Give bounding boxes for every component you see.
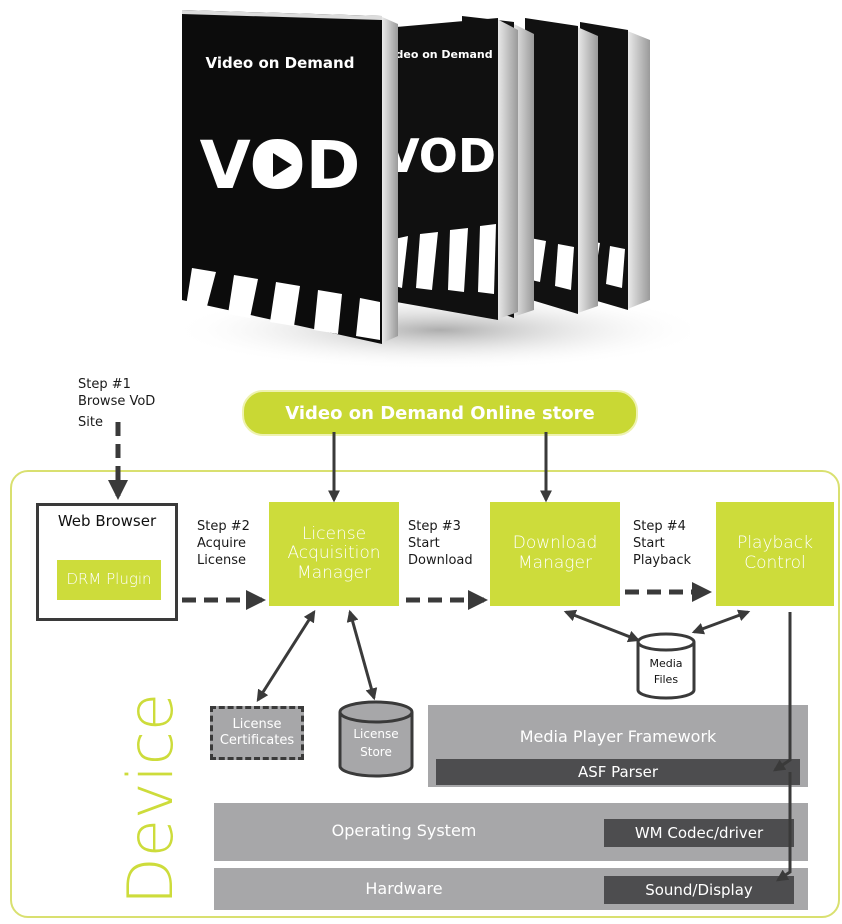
step-4-number: Step #4 [633,519,686,534]
svg-text:Video on Demand: Video on Demand [383,48,492,61]
wm-codec-driver-label: WM Codec/driver [634,824,764,842]
drm-plugin-label: DRM Plugin [66,570,152,589]
download-manager-line-2: Manager [518,553,592,573]
operating-system: Operating System WM Codec/driver [214,803,808,861]
dvd-box-back-2 [525,18,598,314]
step-4-label: Step #4 Start Playback [633,518,691,569]
license-manager-line-1: License [301,523,367,544]
playback-control-line-2: Control [744,553,806,573]
step-3-label: Step #3 Start Download [408,518,473,569]
vod-online-store: Video on Demand Online store [242,390,638,436]
dvd-box-middle: Video on Demand VOD [383,18,518,320]
svg-text:VOD: VOD [384,129,496,183]
step-2-text-1: Acquire [197,536,246,551]
media-files-label-2: Files [654,673,678,686]
license-acquisition-manager: License Acquisition Manager [269,502,399,606]
web-browser: Web Browser DRM Plugin [36,503,178,621]
arrow-download-media-files [563,609,641,643]
step-3-number: Step #3 [408,519,461,534]
device-boundary [10,470,840,918]
license-store-label-2: Store [360,745,392,759]
license-store-label-1: License [353,727,398,741]
device-label-text: Device [114,693,187,905]
step-1-text-1: Browse VoD [78,394,156,409]
license-manager-line-2: Acquisition [287,543,381,564]
asf-parser-label: ASF Parser [577,763,659,781]
playback-control: Playback Control [716,502,834,606]
sound-display-label: Sound/Display [645,881,753,899]
hardware-label: Hardware [365,879,443,898]
license-certificates: License Certificates [210,706,304,760]
license-certificates-line-1: License [232,717,282,732]
step-2-label: Step #2 Acquire License [197,518,250,569]
step-1-text-2: Site [78,415,103,430]
svg-text:Video on Demand: Video on Demand [206,54,355,72]
hardware: Hardware Sound/Display [214,868,808,910]
vod-online-store-label: Video on Demand Online store [285,402,595,424]
media-player-framework-label: Media Player Framework [519,727,717,746]
asf-parser: ASF Parser [436,759,800,785]
playback-control-line-1: Playback [737,533,813,554]
arrow-license-manager-store [346,609,378,701]
media-files-label-1: Media [649,657,682,670]
sound-display: Sound/Display [604,876,794,904]
license-manager-line-3: Manager [297,562,371,583]
step-3-text-2: Download [408,553,473,568]
download-manager-line-1: Download [512,533,598,554]
media-player-framework: Media Player Framework ASF Parser [428,705,808,787]
download-manager: Download Manager [490,502,620,606]
vod-cover-art: Video on Demand VOD Video on Demand VOD [170,10,690,370]
media-files-cylinder: Media Files [636,632,696,700]
step-4-text-1: Start [633,536,665,551]
operating-system-label: Operating System [331,821,477,840]
web-browser-label: Web Browser [57,512,157,530]
step-1-number: Step #1 [78,377,131,392]
device-label: Device [114,693,187,905]
dvd-box-front: Video on Demand VOD [182,10,398,344]
step-4-text-2: Playback [633,553,692,568]
step-2-text-2: License [197,553,247,568]
arrow-playback-to-asf [773,612,792,772]
arrow-playback-media-files [691,609,751,635]
license-certificates-line-2: Certificates [219,733,295,748]
step-1-label: Step #1 Browse VoD Site [78,376,155,431]
wm-codec-driver: WM Codec/driver [604,819,794,847]
drm-plugin: DRM Plugin [57,560,161,600]
step-2-number: Step #2 [197,519,250,534]
license-store-cylinder: License Store [338,700,414,778]
step-3-text-1: Start [408,536,440,551]
arrow-license-manager-certificates [256,609,316,703]
arrow-wm-to-sound-display [776,820,792,882]
